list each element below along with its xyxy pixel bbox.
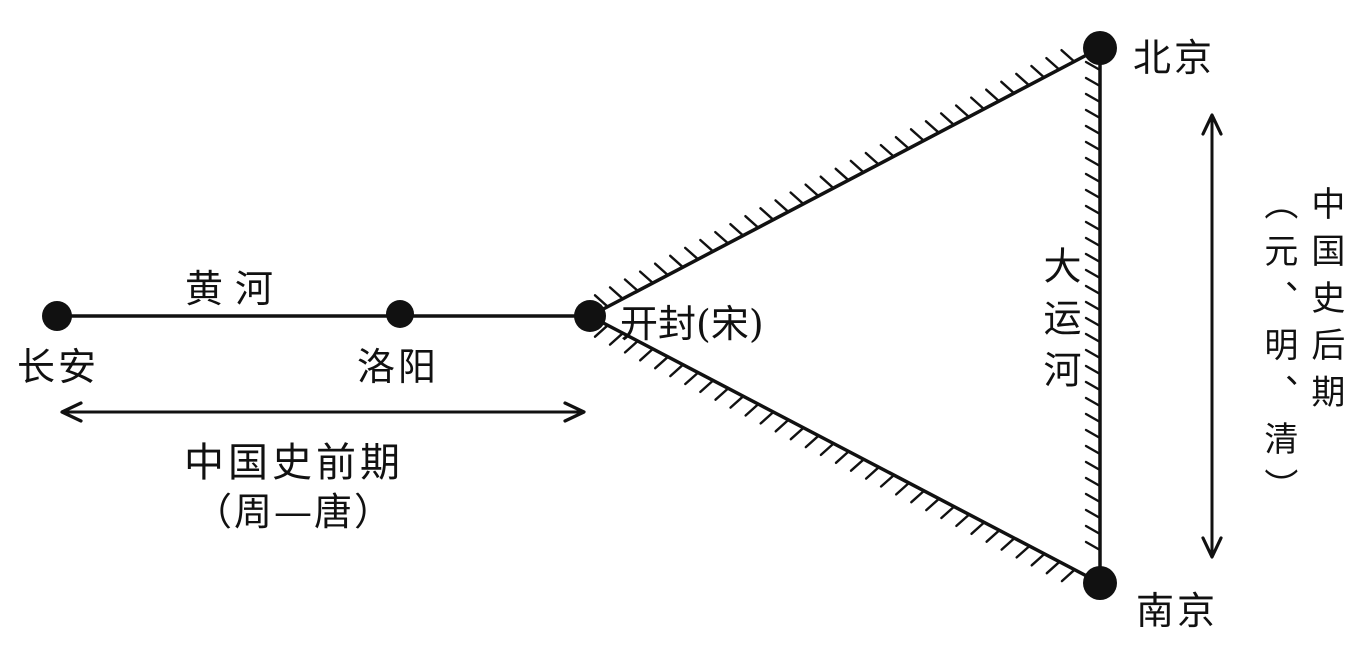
- city-dot-beijing: [1083, 31, 1117, 65]
- late-period-block: 中国史后期 （元、明、清）: [1254, 186, 1348, 554]
- city-dot-changan: [42, 301, 72, 331]
- beijing-label: 北京: [1133, 36, 1216, 80]
- luoyang-label: 洛阳: [356, 345, 439, 389]
- grand-canal-label: 大运河: [1037, 246, 1081, 402]
- yellow-river-label: 黄河: [184, 267, 285, 311]
- late-period-title: 中国史后期: [1304, 186, 1345, 421]
- city-dot-nanjing: [1083, 566, 1117, 600]
- city-dot-kaifeng: [574, 300, 606, 332]
- early-period-title: 中国史前期: [184, 440, 404, 486]
- early-period-range: （周—唐）: [193, 490, 394, 534]
- changan-label: 长安: [16, 345, 99, 389]
- edge-kaifeng-nanjing: [589, 314, 1101, 585]
- kaifeng-label: 开封(宋): [620, 302, 764, 346]
- nanjing-label: 南京: [1136, 589, 1219, 633]
- edge-kaifeng-beijing: [589, 46, 1101, 318]
- hatch-marks: [593, 49, 1102, 583]
- late-period-range: （元、明、清）: [1257, 186, 1298, 515]
- city-dot-luoyang: [386, 300, 414, 328]
